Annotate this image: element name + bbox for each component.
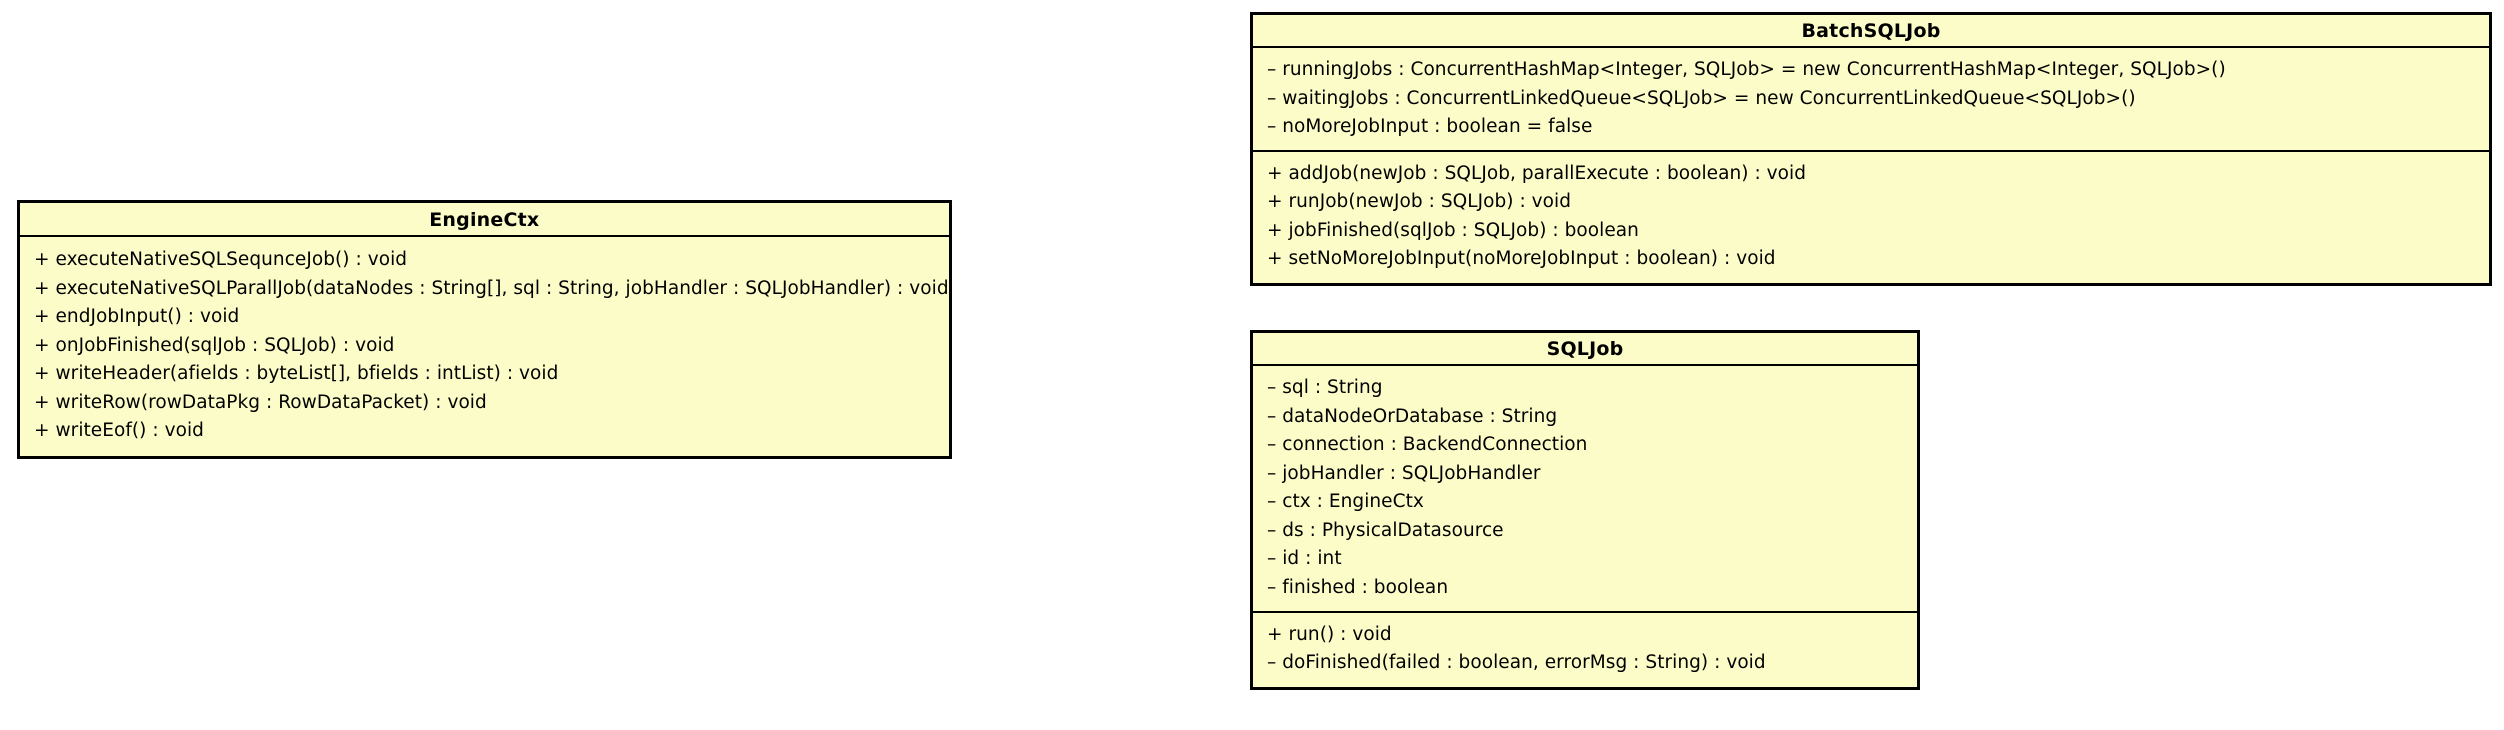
uml-operations-compartment: + executeNativeSQLSequnceJob() : void + … — [20, 237, 949, 456]
uml-attributes-compartment: – runningJobs : ConcurrentHashMap<Intege… — [1253, 48, 2489, 152]
uml-operation: + runJob(newJob : SQLJob) : void — [1267, 191, 1572, 213]
uml-operation: + jobFinished(sqlJob : SQLJob) : boolean — [1267, 219, 1639, 241]
uml-class-name: EngineCtx — [429, 209, 540, 231]
uml-operations-compartment: + addJob(newJob : SQLJob, parallExecute … — [1253, 152, 2489, 283]
uml-operation: + writeHeader(afields : byteList[], bfie… — [34, 363, 559, 385]
uml-operations-compartment: + run() : void – doFinished(failed : boo… — [1253, 613, 1917, 687]
uml-attribute: – dataNodeOrDatabase : String — [1267, 405, 1558, 427]
uml-attribute: – ds : PhysicalDatasource — [1267, 519, 1504, 541]
uml-class-name: SQLJob — [1546, 338, 1624, 360]
uml-operation: + writeRow(rowDataPkg : RowDataPacket) :… — [34, 391, 487, 413]
uml-attribute: – runningJobs : ConcurrentHashMap<Intege… — [1267, 59, 2226, 80]
uml-operation: + onJobFinished(sqlJob : SQLJob) : void — [34, 334, 395, 356]
uml-operation: + setNoMoreJobInput(noMoreJobInput : boo… — [1267, 248, 1776, 270]
uml-operation: + writeEof() : void — [34, 420, 204, 442]
uml-operation: + endJobInput() : void — [34, 306, 240, 328]
uml-class-title-compartment: SQLJob — [1253, 333, 1917, 366]
uml-class-sql-job[interactable]: SQLJob – sql : String – dataNodeOrDataba… — [1250, 330, 1920, 690]
uml-operation: + run() : void — [1267, 623, 1392, 645]
uml-attribute: – ctx : EngineCtx — [1267, 491, 1424, 513]
uml-operation: + addJob(newJob : SQLJob, parallExecute … — [1267, 162, 1807, 184]
uml-attribute: – noMoreJobInput : boolean = false — [1267, 116, 1593, 138]
uml-attribute: – jobHandler : SQLJobHandler — [1267, 462, 1541, 484]
uml-operation: + executeNativeSQLParallJob(dataNodes : … — [34, 277, 949, 299]
uml-attribute: – sql : String — [1267, 377, 1383, 398]
uml-class-title-compartment: BatchSQLJob — [1253, 15, 2489, 48]
uml-attributes-compartment: – sql : String – dataNodeOrDatabase : St… — [1253, 366, 1917, 613]
uml-attribute: – waitingJobs : ConcurrentLinkedQueue<SQ… — [1267, 87, 2136, 109]
uml-operation: + executeNativeSQLSequnceJob() : void — [34, 249, 408, 270]
uml-attribute: – id : int — [1267, 548, 1342, 570]
uml-class-title-compartment: EngineCtx — [20, 203, 949, 237]
uml-class-batch-sql-job[interactable]: BatchSQLJob – runningJobs : ConcurrentHa… — [1250, 12, 2492, 287]
uml-attribute: – connection : BackendConnection — [1267, 434, 1588, 456]
uml-operation: – doFinished(failed : boolean, errorMsg … — [1267, 652, 1766, 674]
uml-class-engine-ctx[interactable]: EngineCtx + executeNativeSQLSequnceJob()… — [17, 200, 952, 460]
uml-attribute: – finished : boolean — [1267, 577, 1449, 599]
uml-class-name: BatchSQLJob — [1801, 20, 1941, 42]
